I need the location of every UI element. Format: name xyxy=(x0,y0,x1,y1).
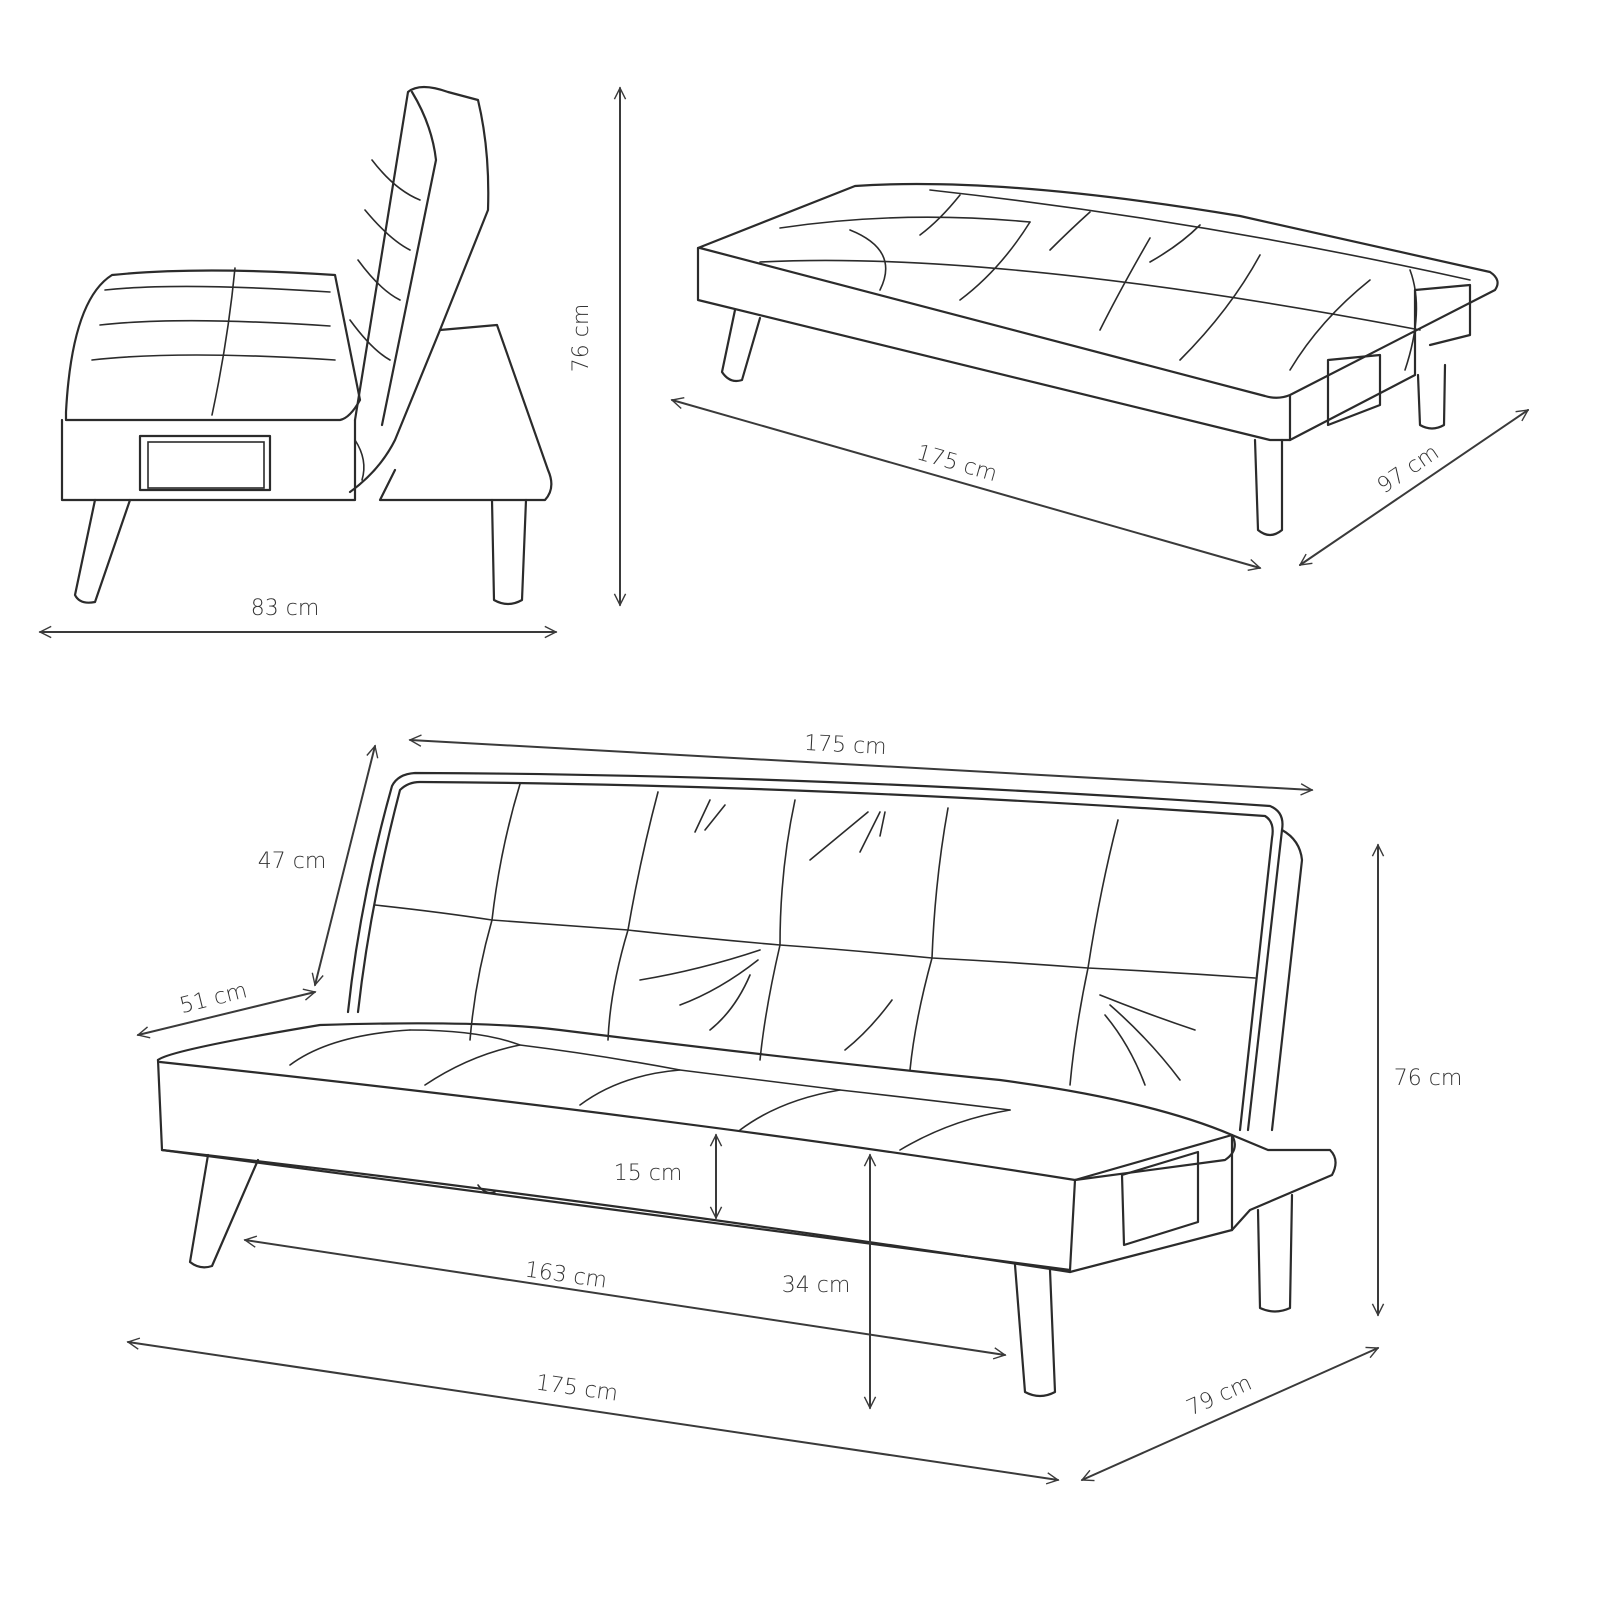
seat-depth-label: 51 cm xyxy=(177,978,250,1019)
back-width-arrow xyxy=(410,740,1312,790)
bed-width-arrow xyxy=(1300,409,1528,566)
overall-width-label: 175 cm xyxy=(534,1370,619,1406)
side-depth-label: 83 cm xyxy=(251,596,320,621)
bed-length-label: 175 cm xyxy=(914,440,1000,487)
inner-width-arrow xyxy=(245,1240,1005,1355)
side-view xyxy=(60,85,553,606)
overall-width-arrow xyxy=(128,1342,1058,1480)
front-view-dimensions: 175 cm 47 cm 51 cm 15 cm 34 cm 163 cm 17… xyxy=(128,731,1462,1480)
overall-height-label: 76 cm xyxy=(1394,1066,1463,1091)
back-height-label: 47 cm xyxy=(258,849,327,874)
overall-depth-label: 79 cm xyxy=(1183,1371,1256,1422)
bed-view-dimensions: 175 cm 97 cm xyxy=(672,400,1528,568)
side-view-dimensions: 83 cm 76 cm xyxy=(40,88,620,632)
cushion-thickness-label: 15 cm xyxy=(614,1161,683,1186)
overall-depth-arrow xyxy=(1082,1348,1378,1480)
back-width-label: 175 cm xyxy=(803,731,887,760)
seat-depth-arrow xyxy=(138,992,315,1035)
bed-length-arrow xyxy=(672,400,1260,568)
seat-height-label: 34 cm xyxy=(782,1273,851,1298)
front-view xyxy=(156,771,1337,1398)
side-height-label: 76 cm xyxy=(569,304,594,373)
back-height-arrow xyxy=(315,746,375,985)
